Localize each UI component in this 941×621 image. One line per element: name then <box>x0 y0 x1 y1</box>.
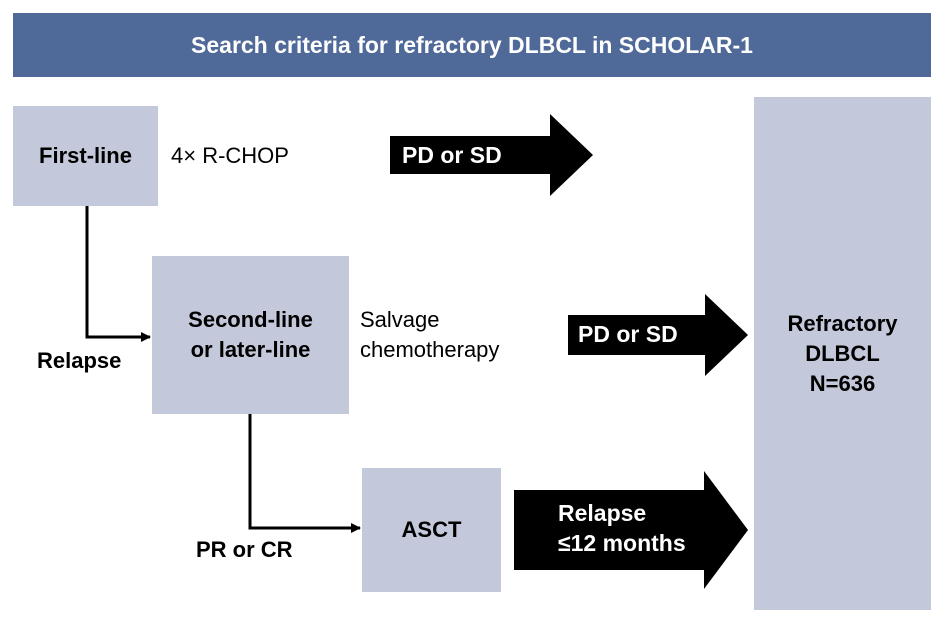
first-line-arrow-label: PD or SD <box>402 142 502 168</box>
first-line-treatment: 4× R-CHOP <box>171 143 289 168</box>
second-line-pd-sd-arrow: PD or SD <box>568 294 748 376</box>
diagram-title: Search criteria for refractory DLBCL in … <box>13 13 931 77</box>
relapse-label: Relapse <box>37 348 122 373</box>
first-line-pd-sd-arrow: PD or SD <box>390 114 593 196</box>
first-line-box: First-line <box>13 106 158 206</box>
asct-label: ASCT <box>401 517 462 542</box>
asct-arrow-label-line2: ≤12 months <box>558 530 686 556</box>
arrow-shape-1 <box>390 114 593 196</box>
asct-arrow-label-line1: Relapse <box>558 500 647 526</box>
second-line-arrow-label: PD or SD <box>578 321 678 347</box>
arrow-shape-3 <box>514 471 748 589</box>
second-line-box: Second-line or later-line <box>152 256 349 414</box>
second-line-treatment-line2: chemotherapy <box>360 337 500 362</box>
asct-relapse-arrow: Relapse ≤12 months <box>514 471 748 589</box>
response-label: PR or CR <box>196 537 293 562</box>
diagram-title-text: Search criteria for refractory DLBCL in … <box>191 31 753 58</box>
outcome-line3: N=636 <box>809 370 876 396</box>
relapse-connector <box>85 206 151 342</box>
second-line-label-line1: Second-line <box>188 307 313 332</box>
asct-arrow-label: Relapse ≤12 months <box>558 498 686 558</box>
second-line-treatment-line1: Salvage <box>360 307 440 332</box>
outcome-line1: Refractory <box>787 310 898 336</box>
first-line-label: First-line <box>39 143 132 168</box>
outcome-line2: DLBCL <box>805 340 880 366</box>
second-line-label-line2: or later-line <box>190 337 311 362</box>
refractory-dlbcl-box: Refractory DLBCL N=636 <box>754 97 931 610</box>
arrow-shape-2 <box>568 294 748 376</box>
asct-box: ASCT <box>362 468 501 592</box>
second-line-treatment: Salvage chemotherapy <box>360 305 499 365</box>
response-connector <box>248 414 361 533</box>
